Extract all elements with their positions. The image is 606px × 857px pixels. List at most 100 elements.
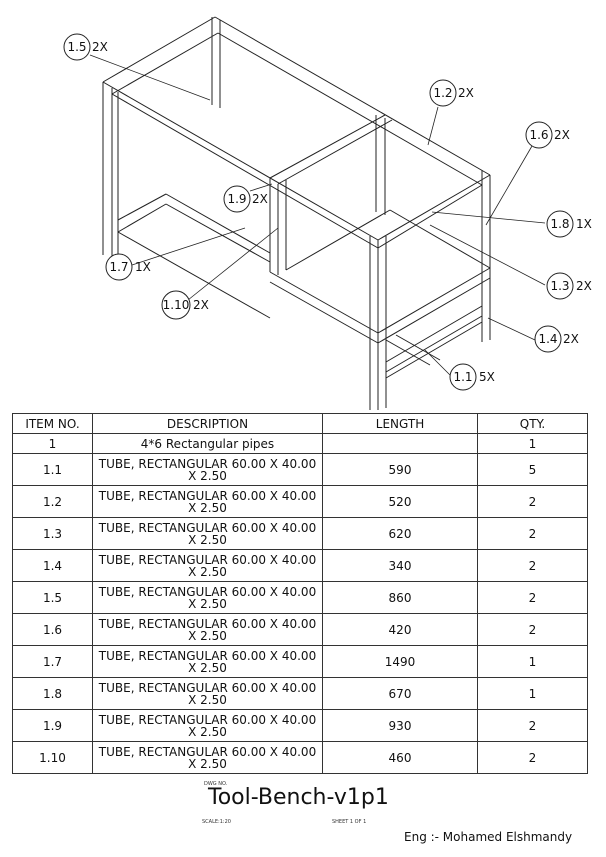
cell-qty: 2 — [477, 709, 588, 742]
bill-of-materials-table: ITEM NO. DESCRIPTION LENGTH QTY. 1 4*6 R… — [12, 413, 588, 774]
callout-number: 1.4 — [538, 332, 557, 346]
cell-item: 1.8 — [12, 677, 93, 710]
description-line-1: TUBE, RECTANGULAR 60.00 X 40.00 — [98, 584, 317, 599]
cell-qty: 2 — [477, 613, 588, 646]
callout-1-2: 1.2 2X — [429, 79, 474, 107]
cell-qty: 2 — [477, 485, 588, 518]
callout-quantity: 2X — [576, 279, 592, 293]
callout-1-4: 1.4 2X — [534, 325, 579, 353]
description-line-1: TUBE, RECTANGULAR 60.00 X 40.00 — [98, 680, 317, 695]
header-qty: QTY. — [477, 413, 588, 434]
callout-1-6: 1.6 2X — [525, 121, 570, 149]
cell-qty: 1 — [477, 677, 588, 710]
callout-quantity: 2X — [458, 86, 474, 100]
callout-quantity: 2X — [554, 128, 570, 142]
callout-quantity: 1X — [576, 217, 592, 231]
cell-description: 4*6 Rectangular pipes — [92, 433, 323, 454]
cell-item: 1.1 — [12, 453, 93, 486]
description-line-2: X 2.50 — [188, 692, 227, 707]
engineer-name: Eng :- Mohamed Elshmandy — [404, 830, 573, 844]
assembly-drawing: 1.5 2X 1.2 2X 1.6 2X 1.9 2X 1.8 1X 1.7 1… — [63, 16, 592, 410]
cell-length: 420 — [322, 613, 478, 646]
leader-lines — [89, 54, 546, 376]
callout-quantity: 2X — [563, 332, 579, 346]
cell-length: 520 — [322, 485, 478, 518]
callout-quantity: 1X — [135, 260, 151, 274]
description-line-1: TUBE, RECTANGULAR 60.00 X 40.00 — [98, 712, 317, 727]
callout-number: 1.1 — [453, 370, 472, 384]
callout-quantity: 2X — [92, 40, 108, 54]
callout-number: 1.5 — [67, 40, 86, 54]
callout-1-3: 1.3 2X — [546, 272, 592, 300]
scale-label: SCALE:1:20 — [202, 819, 231, 825]
cell-length: 930 — [322, 709, 478, 742]
description-line-1: TUBE, RECTANGULAR 60.00 X 40.00 — [98, 616, 317, 631]
description-line-2: X 2.50 — [188, 724, 227, 739]
callout-quantity: 5X — [479, 370, 495, 384]
sheet-label: SHEET 1 OF 1 — [332, 819, 367, 825]
cell-qty: 2 — [477, 549, 588, 582]
callout-number: 1.2 — [433, 86, 452, 100]
description-line-2: X 2.50 — [188, 628, 227, 643]
description-line-2: X 2.50 — [188, 532, 227, 547]
callout-number: 1.6 — [529, 128, 548, 142]
cell-qty: 1 — [477, 433, 588, 454]
description-line-2: X 2.50 — [188, 756, 227, 771]
cell-item: 1.7 — [12, 645, 93, 678]
callout-number: 1.7 — [109, 260, 128, 274]
description-line-1: TUBE, RECTANGULAR 60.00 X 40.00 — [98, 744, 317, 759]
callout-quantity: 2X — [193, 298, 209, 312]
cell-qty: 2 — [477, 741, 588, 774]
cell-item: 1.2 — [12, 485, 93, 518]
callout-1-7: 1.7 1X — [105, 253, 151, 281]
cell-item: 1.9 — [12, 709, 93, 742]
cell-qty: 5 — [477, 453, 588, 486]
table-row: 1 4*6 Rectangular pipes 1 — [12, 433, 588, 454]
header-item-no: ITEM NO. — [12, 413, 93, 434]
description-line-1: TUBE, RECTANGULAR 60.00 X 40.00 — [98, 552, 317, 567]
callout-1-9: 1.9 2X — [223, 185, 268, 213]
description-line-1: TUBE, RECTANGULAR 60.00 X 40.00 — [98, 488, 317, 503]
drawing-title: Tool-Bench-v1p1 — [208, 785, 389, 810]
description-line-2: X 2.50 — [188, 564, 227, 579]
cell-item: 1.5 — [12, 581, 93, 614]
cell-item: 1.10 — [12, 741, 93, 774]
cell-qty: 2 — [477, 517, 588, 550]
cell-length: 590 — [322, 453, 478, 486]
description-line-2: X 2.50 — [188, 660, 227, 675]
cell-length: 340 — [322, 549, 478, 582]
description-line-2: X 2.50 — [188, 596, 227, 611]
cell-item: 1.3 — [12, 517, 93, 550]
callout-number: 1.3 — [550, 279, 569, 293]
callout-1-8: 1.8 1X — [546, 210, 592, 238]
callout-quantity: 2X — [252, 192, 268, 206]
cell-length — [322, 433, 478, 454]
cell-length: 1490 — [322, 645, 478, 678]
callout-number: 1.8 — [550, 217, 569, 231]
bench-frame — [102, 16, 491, 410]
cell-length: 670 — [322, 677, 478, 710]
callout-number: 1.10 — [163, 298, 190, 312]
cell-length: 460 — [322, 741, 478, 774]
description-line-1: TUBE, RECTANGULAR 60.00 X 40.00 — [98, 456, 317, 471]
cell-length: 620 — [322, 517, 478, 550]
dwg-no-label: DWG NO. — [204, 781, 228, 787]
